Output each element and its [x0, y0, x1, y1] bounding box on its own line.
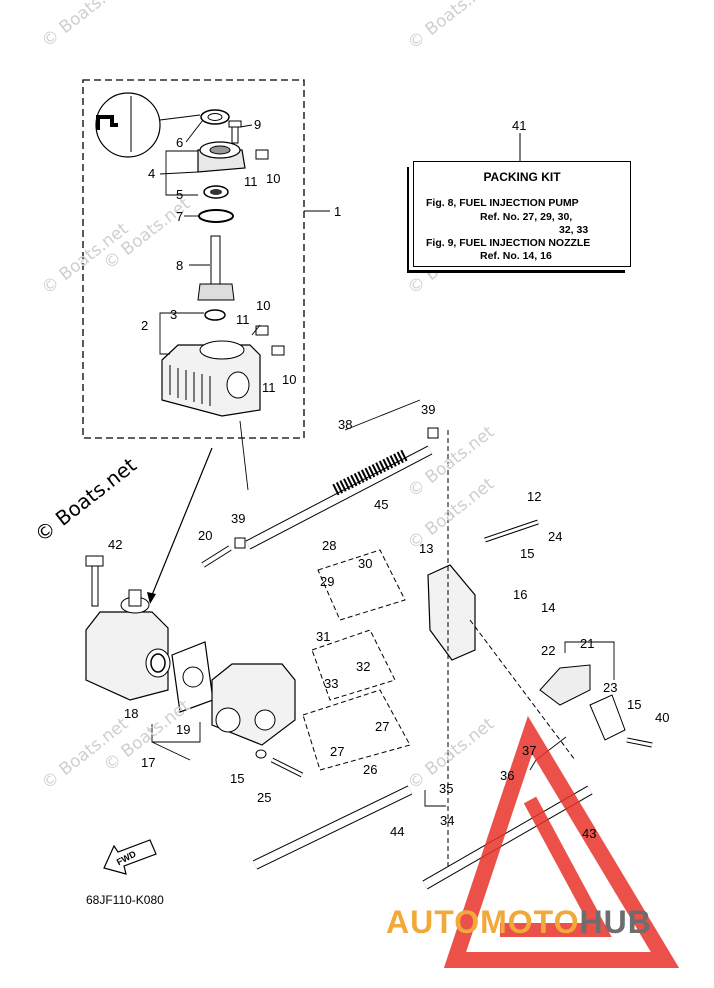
fwd-arrow — [103, 839, 157, 875]
kit-line: Fig. 9, FUEL INJECTION NOZZLE — [426, 237, 591, 249]
callout-1: 1 — [334, 204, 342, 219]
callout-30: 30 — [358, 556, 373, 571]
callout-23: 23 — [603, 680, 618, 695]
callout-40: 40 — [655, 710, 670, 725]
callout-33: 33 — [324, 676, 339, 691]
callout-15: 15 — [520, 546, 535, 561]
callout-36: 36 — [500, 768, 515, 783]
callout-26: 26 — [363, 762, 378, 777]
kit-line: Ref. No. 27, 29, 30, — [480, 211, 573, 223]
callout-21: 21 — [580, 636, 595, 651]
callout-32: 32 — [356, 659, 371, 674]
callout-15: 15 — [627, 697, 642, 712]
callout-4: 4 — [148, 166, 156, 181]
callout-41: 41 — [512, 118, 527, 133]
leader-line — [519, 133, 521, 163]
callout-20: 20 — [198, 528, 213, 543]
callout-2: 2 — [141, 318, 149, 333]
callout-10: 10 — [282, 372, 297, 387]
callout-11: 11 — [262, 380, 276, 395]
callout-24: 24 — [548, 529, 563, 544]
callout-9: 9 — [254, 117, 262, 132]
callout-10: 10 — [256, 298, 271, 313]
callout-28: 28 — [322, 538, 337, 553]
packing-kit-title: PACKING KIT — [483, 170, 561, 184]
callout-14: 14 — [541, 600, 556, 615]
callout-10: 10 — [266, 171, 281, 186]
callout-45: 45 — [374, 497, 389, 512]
callout-18: 18 — [124, 706, 139, 721]
callout-37: 37 — [522, 743, 537, 758]
callout-8: 8 — [176, 258, 184, 273]
callout-15: 15 — [230, 771, 245, 786]
callout-38: 38 — [338, 417, 353, 432]
callout-11: 11 — [236, 312, 250, 327]
callout-22: 22 — [541, 643, 556, 658]
callout-17: 17 — [141, 755, 156, 770]
diagram-code: 68JF110-K080 — [86, 893, 164, 907]
callout-35: 35 — [439, 781, 454, 796]
callout-5: 5 — [176, 187, 184, 202]
callout-25: 25 — [257, 790, 272, 805]
inset-dashed-frame — [82, 79, 305, 439]
callout-39: 39 — [421, 402, 436, 417]
callout-43: 43 — [582, 826, 597, 841]
kit-line: Ref. No. 14, 16 — [480, 250, 552, 262]
callout-11: 11 — [244, 174, 258, 189]
detail-circle — [95, 92, 161, 158]
callout-27: 27 — [375, 719, 390, 734]
brand-wordmark: AUTOMOTOHUB — [386, 904, 652, 941]
callout-3: 3 — [170, 307, 178, 322]
callout-27: 27 — [330, 744, 345, 759]
callout-34: 34 — [440, 813, 455, 828]
callout-42: 42 — [108, 537, 123, 552]
callout-7: 7 — [176, 209, 184, 224]
kit-line: 32, 33 — [559, 224, 589, 236]
callout-29: 29 — [320, 574, 335, 589]
brand-part2: HUB — [579, 904, 652, 940]
valve-housing — [211, 663, 296, 746]
callout-19: 19 — [176, 722, 191, 737]
packing-kit-box: PACKING KIT Fig. 8, FUEL INJECTION PUMP … — [413, 161, 631, 267]
callout-31: 31 — [316, 629, 331, 644]
kit-line: Fig. 8, FUEL INJECTION PUMP — [426, 197, 579, 209]
callout-44: 44 — [390, 824, 405, 839]
callout-6: 6 — [176, 135, 184, 150]
callout-39: 39 — [231, 511, 246, 526]
brand-part1: AUTOMOTO — [386, 904, 580, 940]
brand-logo-icon — [443, 715, 680, 968]
junction-block — [427, 564, 476, 661]
callout-13: 13 — [419, 541, 434, 556]
callout-12: 12 — [527, 489, 542, 504]
callout-16: 16 — [513, 587, 528, 602]
